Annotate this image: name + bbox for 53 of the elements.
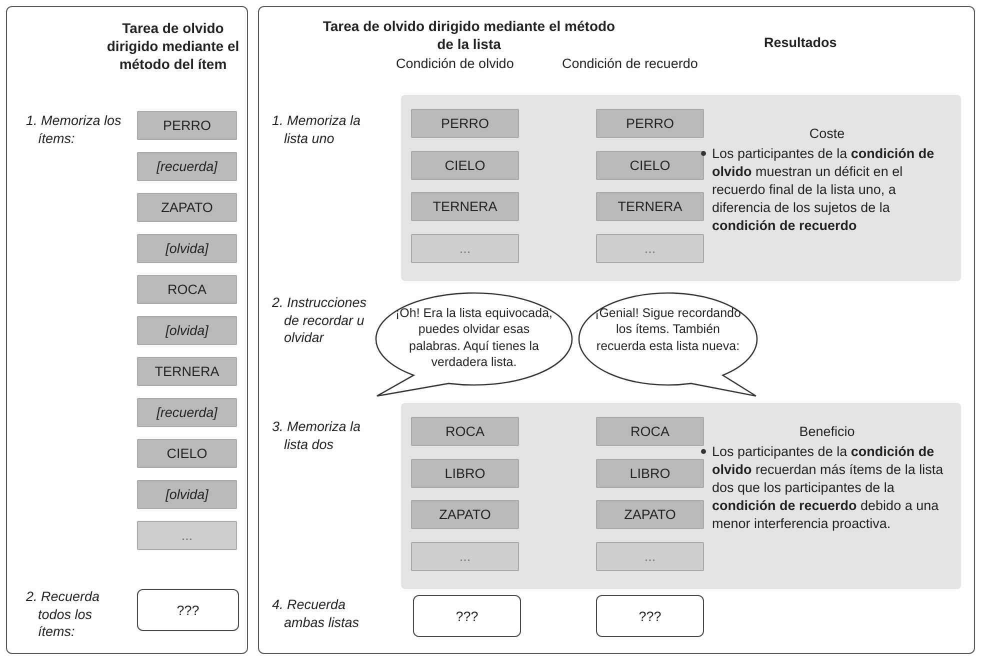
column-heading: Condición de olvido [396, 55, 515, 73]
step-label: 1. Memoriza los ítems: [26, 112, 122, 148]
step-label: 3. Memoriza la lista dos [272, 418, 362, 454]
column-heading: Resultados [764, 34, 838, 52]
word-card: ROCA [411, 417, 519, 446]
answer-box: ??? [413, 595, 521, 637]
shaded-band [401, 95, 961, 281]
word-card: PERRO [596, 109, 704, 138]
result-heading: Beneficio [798, 423, 856, 441]
word-card: TERNERA [137, 357, 237, 386]
word-card: PERRO [137, 111, 237, 140]
word-card: TERNERA [411, 192, 519, 221]
word-card: LIBRO [411, 458, 519, 488]
cue-card: [olvida] [137, 316, 237, 345]
cue-card: [olvida] [137, 480, 237, 509]
panel-heading: Tarea de olvido dirigido mediante el método del ítem [106, 19, 240, 74]
step-label: 2. Instrucciones de recordar u olvidar [272, 294, 368, 347]
word-card: ZAPATO [137, 193, 237, 222]
bubble-text: ¡Genial! Sigue recordando los ítems. También recuerda esta lista nueva: [595, 305, 741, 354]
panel-heading: Tarea de olvido dirigido mediante el método de la lista [322, 17, 616, 54]
shaded-band [401, 403, 961, 589]
word-card: ... [411, 234, 519, 262]
step-label: 2. Recuerda todos los ítems: [26, 588, 101, 641]
speech-bubble [577, 290, 759, 398]
word-card: ... [411, 542, 519, 570]
word-card: PERRO [411, 109, 519, 138]
cue-card: [olvida] [137, 234, 237, 263]
panel [6, 6, 248, 654]
column-heading: Condición de recuerdo [562, 55, 699, 73]
cue-card: [recuerda] [137, 398, 237, 427]
answer-box: ??? [137, 589, 239, 631]
word-card: TERNERA [596, 192, 704, 221]
word-card: CIELO [596, 150, 704, 180]
word-card: ROCA [596, 417, 704, 446]
word-card: ... [596, 542, 704, 570]
speech-bubble [374, 290, 574, 398]
word-card: ROCA [137, 275, 237, 304]
word-card: ZAPATO [596, 500, 704, 529]
word-card: ZAPATO [411, 500, 519, 529]
panel [258, 6, 975, 654]
cue-card: [recuerda] [137, 152, 237, 181]
answer-box: ??? [596, 595, 704, 637]
bubble-text: ¡Oh! Era la lista equivocada, puedes olvidar esas palabras. Aquí tienes la verdadera lista. [394, 305, 554, 370]
result-text: Los participantes de la condición de olvido recuerdan más ítems de la lista dos que los participantes de la condición de recuerdo debido a una menor interferencia proactiva. [712, 442, 944, 533]
result-text: Los participantes de la condición de olvido muestran un déficit en el recuerdo final de la lista uno, a diferencia de los sujetos de la condición de recuerdo [712, 144, 936, 235]
word-card: CIELO [411, 150, 519, 180]
step-label: 1. Memoriza la lista uno [272, 112, 362, 148]
word-card: CIELO [137, 439, 237, 468]
word-card: LIBRO [596, 458, 704, 488]
word-card: ... [596, 234, 704, 262]
step-label: 4. Recuerda ambas listas [272, 596, 360, 632]
word-card: ... [137, 521, 237, 550]
result-heading: Coste [808, 125, 846, 143]
